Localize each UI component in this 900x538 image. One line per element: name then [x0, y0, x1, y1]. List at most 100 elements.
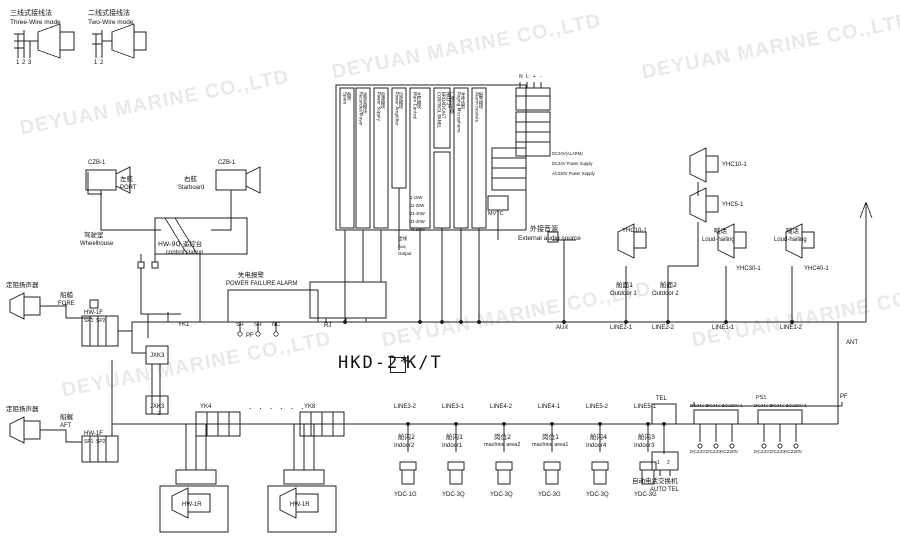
starboard-label-en: Starboard: [178, 185, 205, 191]
tel-pin-2: 2: [667, 460, 670, 466]
bottom-item-3-en: machine area1: [532, 442, 569, 448]
sp1-term-a: SP1: [84, 318, 94, 324]
pf-term-sh1: SH: [236, 322, 244, 328]
pf-label: PF: [246, 333, 254, 339]
external-audio-en: External audio source: [518, 235, 581, 242]
external-audio-cn: 外接音源: [530, 225, 558, 233]
horn-outdoor2-en: Outdoor 2: [652, 291, 679, 297]
bottom-item-1-model: YDC-3Q: [442, 492, 465, 498]
wheelhouse-label-cn: 驾驶室: [84, 231, 104, 239]
port-label-en: PORT: [120, 185, 137, 191]
czb-right-label: CZB-1: [218, 160, 236, 166]
horn-hail1-cn: 喊话: [714, 227, 727, 235]
ps-g1-term-0: DC24V-1: [690, 403, 709, 408]
supply-term-dc24v-alarm: DC24V(ALARM): [552, 151, 583, 156]
mvtc-label: MVTC: [488, 211, 504, 217]
auto-tel-en: AUTO TEL: [650, 487, 680, 493]
legend-two-pin-2: 2: [100, 60, 104, 66]
bottom-item-2-line: LINE4-2: [490, 404, 513, 410]
panel-module-spare: 备用 Spare: [341, 92, 352, 105]
port-label-cn: 左舷: [120, 175, 133, 183]
horn-hail2-line: LINE1-2: [780, 325, 803, 331]
top-term-l: L: [526, 74, 529, 80]
panel-module-power-supply: 电源模块 Power Supply: [375, 92, 386, 121]
ps-g1-term-1: DC24V-2: [706, 403, 725, 408]
bottom-item-3-line: LINE4-1: [538, 404, 561, 410]
ps-g1-label-1: DC24V: [706, 450, 722, 455]
aux-output-en2: Output: [398, 251, 412, 256]
aux-range-3: 21-30W: [410, 211, 425, 216]
bottom-item-1-cn: 舱内1: [446, 433, 464, 441]
bottom-item-4-cn: 舱内4: [590, 433, 608, 441]
panel-module-amplifier: 功放模块 Power Amplifier: [393, 92, 404, 126]
bottom-item-5-cn: 舱内3: [638, 433, 656, 441]
bottom-item-0-line: LINE3-2: [394, 404, 417, 410]
speaker-fore-label-cn: 船艏: [60, 291, 73, 299]
starboard-label-cn: 右舷: [184, 175, 197, 183]
bottom-item-0-en: Indoor2: [394, 443, 415, 449]
power-failure-alarm-cn: 失电报警: [238, 271, 264, 279]
horn-hail2-cn: 喊话: [786, 227, 799, 235]
legend-two-pin-1: 1: [94, 60, 98, 66]
horn-outdoor1-cn: 舱面1: [616, 281, 634, 289]
aux-range-2: 11-20W: [410, 203, 425, 208]
legend-three-wire-en: Three-Wire mode: [10, 19, 61, 26]
speaker-aft-label-cn: 船艉: [60, 413, 73, 421]
wheelhouse-label-en: Wheelhouse: [80, 241, 114, 247]
horn-hail2-en: Loud-hailing: [774, 237, 807, 243]
bottom-item-5-model: YDC-3G: [634, 492, 657, 498]
speaker-aft-type: 定阻扬声器: [6, 405, 39, 413]
aux-output-en: Aux: [398, 244, 406, 249]
auto-tel-cn: 自动电话交换机: [632, 477, 678, 485]
ps-g2-label-1: DC24V: [770, 450, 786, 455]
bottom-item-4-en: Indoor4: [586, 443, 607, 449]
panel-module-main-control: 主控模块 Main Control: [411, 92, 422, 120]
aux-range-4: 31-40W: [410, 219, 425, 224]
bottom-item-3-model: YDC-3G: [538, 492, 561, 498]
horn-outdoor2-cn: 舱面2: [660, 281, 678, 289]
speaker-aft-model: HW-1F: [84, 431, 103, 437]
sp1-term-b: SP1: [84, 439, 94, 445]
bottom-item-5-en: Indoor3: [634, 443, 655, 449]
ps-g1-label-2: AC220V: [720, 450, 738, 455]
aux-range-5: 41-50W: [410, 227, 425, 232]
speaker-fore-label-en: FORE: [58, 301, 75, 307]
ps-g1-label-0: DC24V: [690, 450, 706, 455]
horn-hail2-model: YHC40-1: [804, 266, 829, 272]
ps-g2-term-1: DC24V-2: [770, 403, 789, 408]
bottom-item-4-line: LINE5-2: [586, 404, 609, 410]
bottom-item-2-en: machine area2: [484, 442, 521, 448]
horn-hail1-line: LINE1-1: [712, 325, 735, 331]
speaker-fore-type: 定阻扬声器: [6, 281, 39, 289]
yk1-label: YK1: [178, 322, 190, 328]
ps-g1-term-2: AC220V-1: [722, 403, 743, 408]
legend-three-wire-cn: 三线式接线法: [10, 9, 52, 17]
speaker-fore-model: HW-1F: [84, 310, 103, 316]
bottom-item-4-model: YDC-3Q: [586, 492, 609, 498]
horn-outdoor2-line: LINE2-2: [652, 325, 675, 331]
bottom-speaker-model-left: HW-1R: [182, 502, 202, 508]
jxk3-upper-label: JXK3: [150, 353, 165, 359]
horn-outdoor1-line: LINE2-1: [610, 325, 633, 331]
panel-paging-microphone: 寻呼话筒 Paging Microphone: [455, 92, 466, 133]
top-term-minus: -: [540, 74, 542, 80]
bottom-item-2-cn: 岗位2: [494, 433, 512, 441]
panel-broadcast-control-panel: 广播控制盘 HKD-2* BROADCAST CONTROL PANEL: [435, 92, 455, 128]
yk8-label: YK8: [304, 404, 316, 410]
jxk3-lower-sub: -2: [156, 411, 161, 417]
bottom-speaker-model-right: HW-1R: [290, 502, 310, 508]
ps-g2-label-2: AC220V: [784, 450, 802, 455]
ps-g2-term-2: AC220V-2: [786, 403, 807, 408]
horn-outdoor2-model: YHC30-1: [736, 266, 761, 272]
bottom-item-1-en: Indoor1: [442, 443, 463, 449]
legend-pin-2: 2: [22, 60, 26, 66]
sp2-term-a: SP2: [96, 318, 106, 324]
jxk3-lower-label: JXK3: [150, 404, 165, 410]
control-station-label-en: control station: [166, 250, 204, 256]
horn-top-2-model: YHC5-1: [722, 202, 744, 208]
ps-g2-term-0: DC24V-1: [754, 403, 773, 408]
legend-pin-1: 1: [16, 60, 20, 66]
legend-two-wire-cn: 二线式接线法: [88, 9, 130, 17]
